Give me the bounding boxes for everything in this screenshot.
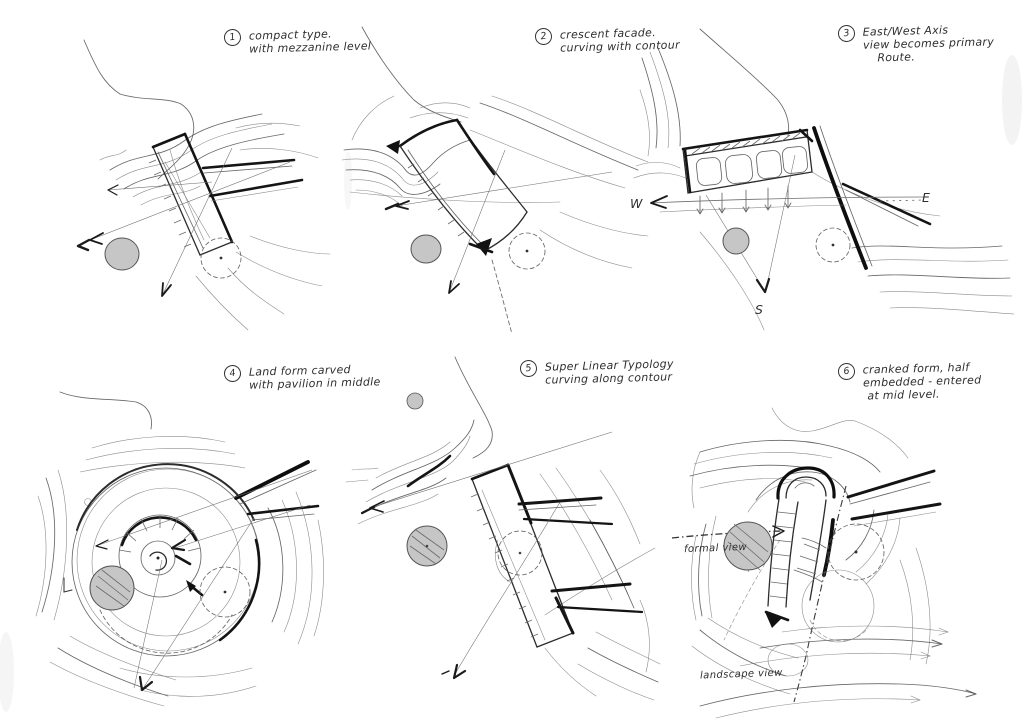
caption-line: with mezzanine level [249,39,372,56]
sketch-2-number: 2 [533,26,554,47]
sketch-6-number: 6 [836,361,857,382]
sketch-3-number: 3 [836,23,857,44]
sketch-5-trees [406,525,448,567]
tree-hatched [89,565,135,611]
sketch-4-trees [89,565,251,618]
sketch-1-contours [83,39,331,331]
formal-view-label: formal view [683,541,748,556]
sketch-1-number: 1 [222,27,243,48]
tree-solid [104,237,140,271]
sketch-5-contours [345,356,661,701]
sketch-2-sightlines [384,149,613,294]
compass-east-label: E [922,190,930,205]
sketch-5-building [470,463,644,648]
sketch-4-landform [71,463,261,657]
sketch-6-drawing [671,407,977,719]
sketch-1-sightlines [76,147,291,297]
sketch-3-trees [722,227,851,263]
sketch-3-caption: 3 East/West Axis view becomes primary Ro… [836,23,994,65]
sketch-3-drawing [633,28,1015,331]
tree-dashed [200,237,242,279]
sketch-5-sightlines [360,431,613,680]
caption-line: at mid level. [867,387,940,403]
sketch-3-contours [633,28,1015,331]
scan-artifacts [0,55,1022,712]
caption-line: curving with contour [560,38,681,55]
sketch-5-drawing [345,356,661,701]
sketch-6-building [764,466,942,677]
sketch-2-drawing [341,26,649,335]
sketch-1-trees [104,237,242,279]
sketch-4-contours [35,391,324,707]
tree-dashed [827,523,885,581]
sketch-4-number: 4 [222,363,243,384]
tree-solid [410,234,442,264]
sketch-2-caption: 2 crescent facade. curving with contour [533,26,681,55]
sketch-4-caption: 4 Land form carved with pavilion in midd… [222,363,381,392]
compass-south-label: S [755,302,763,317]
sketch-6-trees [723,521,885,643]
caption-line: Route. [877,50,916,65]
sketch-4-drawing [35,391,324,707]
compass-west-label: W [630,196,643,211]
sketch-1-drawing [76,39,331,331]
sketch-5-number: 5 [518,358,539,379]
tree-dashed [815,227,851,263]
sketch-1-building [148,132,304,256]
sketch-4-sightlines [95,460,320,692]
caption-line: with pavilion in middle [249,375,381,392]
sketch-2-building [386,118,528,256]
sketch-2-trees [410,232,546,270]
sketch-1-caption: 1 compact type. with mezzanine level [222,27,372,56]
sketch-6-caption: 6 cranked form, half embedded - entered … [836,361,982,403]
caption-line: curving along contour [545,370,673,387]
tree-dashed [199,566,251,618]
tree-solid [722,227,750,255]
sketch-5-caption: 5 Super Linear Typology curving along co… [518,357,674,387]
tree-dashed [508,232,546,270]
sketch-2-contours [341,26,649,335]
sketch-3-building [681,125,932,270]
